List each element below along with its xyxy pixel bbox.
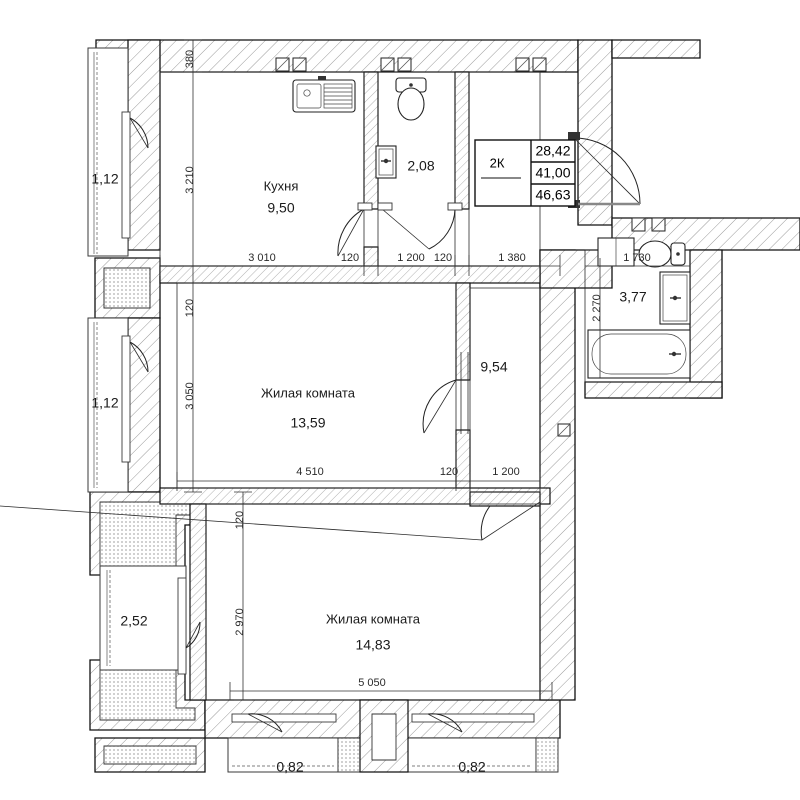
interior-partitions (159, 71, 551, 701)
dim-wall-top-offset: 380 (184, 50, 196, 68)
dim-kitchen-height: 3 210 (184, 166, 196, 194)
dim-top-3: 1 200 (397, 252, 425, 264)
bathroom-cabinet-icon (659, 271, 691, 325)
room-label-living1-name: Жилая комната (261, 385, 356, 400)
table-area-without-balcony: 41,00 (535, 165, 570, 181)
window-markers (275, 57, 666, 437)
balcony-label-bottom-left: 0,82 (276, 759, 303, 775)
room-label-bathroom-area: 3,77 (619, 289, 646, 305)
dim-living1-br-1: 120 (440, 466, 458, 478)
apartment-info-table: 2К 28,42 41,00 46,63 (474, 139, 576, 207)
room-label-kitchen-name: Кухня (264, 178, 299, 193)
bathroom-toilet-icon (638, 240, 686, 268)
dim-top-2: 120 (341, 252, 359, 264)
room-labels: Кухня 9,50 2,08 3,77 9,54 Жилая комната … (261, 158, 647, 653)
dim-top-5: 1 380 (498, 252, 526, 264)
dim-living1-width: 4 510 (296, 466, 324, 478)
dim-living1-br-2: 1 200 (492, 466, 520, 478)
dim-top-1: 3 010 (248, 252, 276, 264)
dimensions: 3 010 120 1 200 120 1 380 380 3 210 120 … (159, 39, 690, 701)
dim-living1-wall: 120 (184, 299, 196, 317)
door-living-room-1 (422, 352, 469, 434)
table-total-area: 46,63 (535, 187, 570, 203)
room-label-living2-area: 14,83 (355, 637, 390, 653)
structural-walls (89, 39, 800, 773)
dim-living2-height: 2 970 (234, 608, 246, 636)
kitchen-sink-icon (292, 76, 356, 113)
room-label-living2-name: Жилая комната (326, 611, 421, 626)
dim-top-4: 120 (434, 252, 452, 264)
balcony-bottom-left (227, 713, 361, 773)
balcony-left-top (87, 47, 149, 257)
room-label-wc-area: 2,08 (407, 158, 434, 174)
door-kitchen (337, 202, 373, 257)
balcony-left-middle (87, 317, 149, 493)
wc-toilet-icon (395, 77, 427, 121)
balcony-label-bottom-right: 0,82 (458, 759, 485, 775)
wc-sink-icon (375, 145, 397, 179)
room-label-kitchen-area: 9,50 (267, 200, 294, 216)
bathroom-bathtub-icon (587, 329, 691, 379)
dim-living2-wall: 120 (234, 511, 246, 529)
room-label-hall-area: 9,54 (480, 359, 507, 375)
door-wc (377, 202, 463, 250)
dim-bathroom-height: 2 270 (591, 294, 603, 322)
balcony-labels: 1,12 1,12 2,52 0,82 0,82 (91, 171, 485, 775)
balcony-left-bottom (99, 565, 201, 675)
balcony-label-left-bottom: 2,52 (120, 613, 147, 629)
balcony-bottom-right (359, 699, 559, 773)
table-living-area: 28,42 (535, 143, 570, 159)
dim-living2-width: 5 050 (358, 677, 386, 689)
balcony-label-left-middle: 1,12 (91, 395, 118, 411)
dim-bathroom-width: 1 730 (623, 252, 651, 264)
balcony-label-left-top: 1,12 (91, 171, 118, 187)
room-label-living1-area: 13,59 (290, 415, 325, 431)
door-living-room-2 (0, 501, 541, 541)
dim-living1-height: 3 050 (184, 382, 196, 410)
table-apartment-type: 2К (490, 155, 505, 170)
